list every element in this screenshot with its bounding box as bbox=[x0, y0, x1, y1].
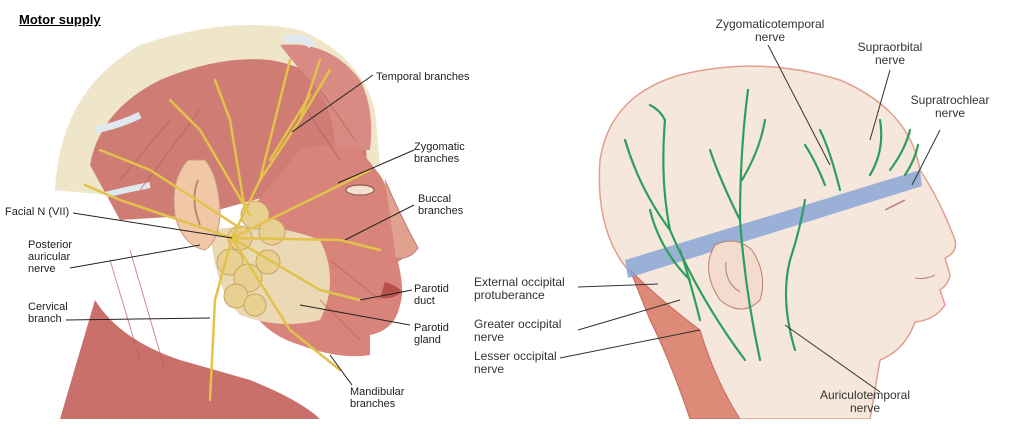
label-greater-occipital-nerve: Greater occipital nerve bbox=[474, 318, 561, 344]
label-parotid-duct: Parotid duct bbox=[414, 283, 449, 307]
left-head-illustration bbox=[55, 25, 418, 419]
label-mandibular-branches: Mandibular branches bbox=[350, 386, 404, 410]
label-temporal-branches: Temporal branches bbox=[376, 71, 470, 83]
label-facial-nerve: Facial N (VII) bbox=[5, 206, 69, 218]
label-supratrochlear-nerve: Supratrochlear nerve bbox=[895, 94, 1005, 120]
label-lesser-occipital-nerve: Lesser occipital nerve bbox=[474, 350, 557, 376]
label-external-occipital-protuberance: External occipital protuberance bbox=[474, 276, 565, 302]
label-auriculotemporal-nerve: Auriculotemporal nerve bbox=[800, 389, 930, 415]
label-zygomaticotemporal-nerve: Zygomaticotemporal nerve bbox=[690, 18, 850, 44]
label-zygomatic-branches: Zygomatic branches bbox=[414, 141, 465, 165]
label-cervical-branch: Cervical branch bbox=[28, 301, 68, 325]
title: Motor supply bbox=[19, 12, 101, 27]
label-parotid-gland: Parotid gland bbox=[414, 322, 449, 346]
label-buccal-branches: Buccal branches bbox=[418, 193, 463, 217]
label-posterior-auricular-nerve: Posterior auricular nerve bbox=[28, 239, 72, 275]
label-supraorbital-nerve: Supraorbital nerve bbox=[840, 41, 940, 67]
